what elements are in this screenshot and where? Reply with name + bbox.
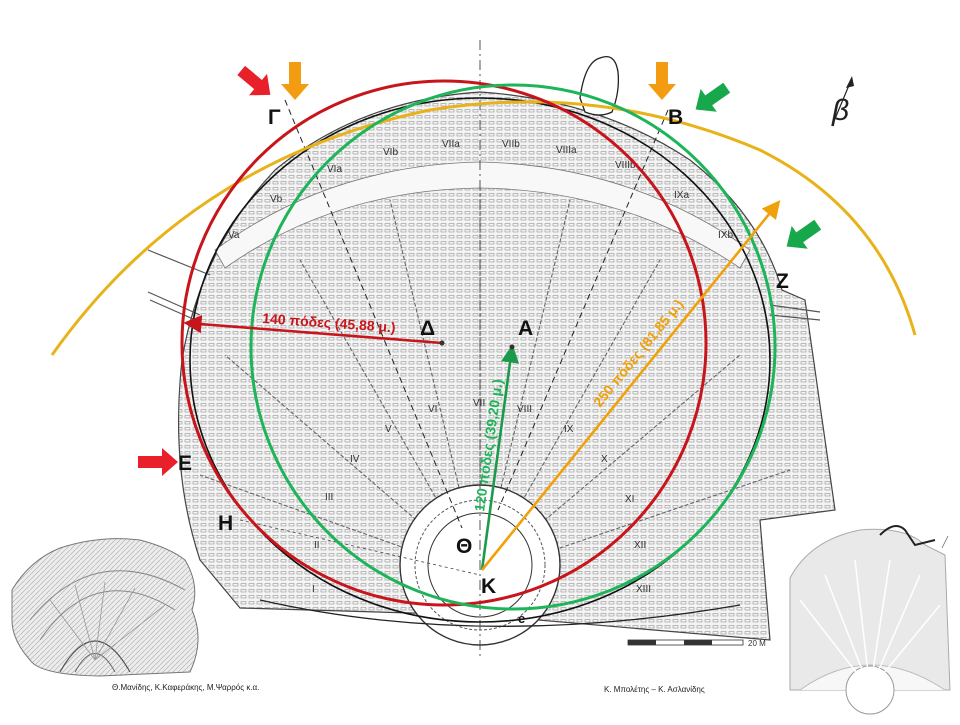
green-circle (249, 83, 777, 611)
wedge-label: IXb (718, 230, 733, 241)
side-wall-right (769, 304, 821, 321)
rock-outcrop (579, 55, 620, 116)
green-arrow-zeta-icon (786, 219, 822, 249)
orange-radius-arrow (480, 200, 781, 571)
inset-plan-image (789, 525, 951, 715)
point-alpha-label: Α (518, 317, 533, 340)
point-delta-marker (439, 340, 445, 346)
point-eta-label: Η (218, 512, 233, 535)
point-epsilon-label: Ε (178, 452, 192, 475)
black-circle (189, 97, 771, 623)
red-circle (180, 79, 708, 607)
construction-line-gamma (284, 99, 463, 529)
wedge-label: III (325, 492, 333, 503)
point-zeta-label: Ζ (776, 270, 789, 293)
bottom-arc (259, 599, 741, 627)
point-delta-label: Δ (420, 317, 435, 340)
wedge-label: VI (428, 404, 437, 415)
wedge-label: VIII (517, 404, 532, 415)
orange-arrow-gamma-icon (281, 62, 309, 100)
wedge-label: VIIIb (615, 160, 636, 171)
point-gamma-label: Γ (268, 106, 281, 129)
wedge-label: V (385, 424, 392, 435)
wedge-label: VIa (327, 164, 342, 175)
orange-arrow-beta-icon (648, 62, 676, 100)
point-theta-label: Θ (456, 535, 472, 558)
wedge-label: Vb (270, 194, 283, 205)
point-alpha-marker (509, 344, 515, 350)
red-arrow-epsilon-icon (138, 448, 178, 476)
wedge-label: VII (473, 398, 485, 409)
point-kappa-label: Κ (481, 575, 496, 598)
credit-right: Κ. Μπολέτης – Κ. Ασλανίδης (604, 685, 705, 694)
wedge-label: VIIIa (556, 145, 577, 156)
wedge-label: VIb (383, 147, 398, 158)
wedge-label: VIIb (502, 139, 520, 150)
diazoma (214, 161, 751, 269)
wedge-label: XIII (636, 584, 651, 595)
point-beta-label: Β (668, 106, 683, 129)
red-radius-arrow (183, 315, 443, 345)
wedge-label: XII (634, 540, 646, 551)
green-arrow-beta-icon (695, 82, 731, 112)
point-e-label: e (518, 611, 525, 626)
wedge-label: I (312, 584, 315, 595)
wedge-label: II (314, 540, 320, 551)
construction-line-beta (497, 109, 669, 511)
construction-line-eta (239, 519, 481, 576)
credit-left: Θ.Μανίδης, Κ.Καφεράκης, Μ.Ψαρρός κ.α. (112, 683, 259, 692)
north-symbol: β (831, 94, 849, 127)
yellow-large-arc (50, 100, 917, 356)
wedge-label: Va (228, 230, 240, 241)
cavea-plan (147, 40, 836, 660)
wedge-label: IXa (674, 190, 689, 201)
wedge-labels-upper: Va Vb VIa VIb VIIa VIIb VIIIa VIIIb IXa … (228, 139, 733, 241)
scale-label: 20 Μ (748, 639, 766, 648)
wedge-label: X (601, 454, 608, 465)
wedge-label: IV (350, 454, 360, 465)
inset-survey-image: Θ.Μανίδης, Κ.Καφεράκης, Μ.Ψαρρός κ.α. (11, 538, 259, 692)
green-radius-arrow (480, 344, 520, 571)
wedge-label: XI (625, 494, 634, 505)
wedge-label: VIIa (442, 139, 460, 150)
red-arrow-gamma-icon (237, 65, 271, 96)
scale-bar: 20 Μ (627, 639, 766, 648)
wedge-labels-lower: I II III IV V VI VII VIII IX X XI XII XI… (312, 398, 651, 595)
north-arrow-icon: β (831, 76, 854, 127)
wedge-label: IX (564, 424, 574, 435)
